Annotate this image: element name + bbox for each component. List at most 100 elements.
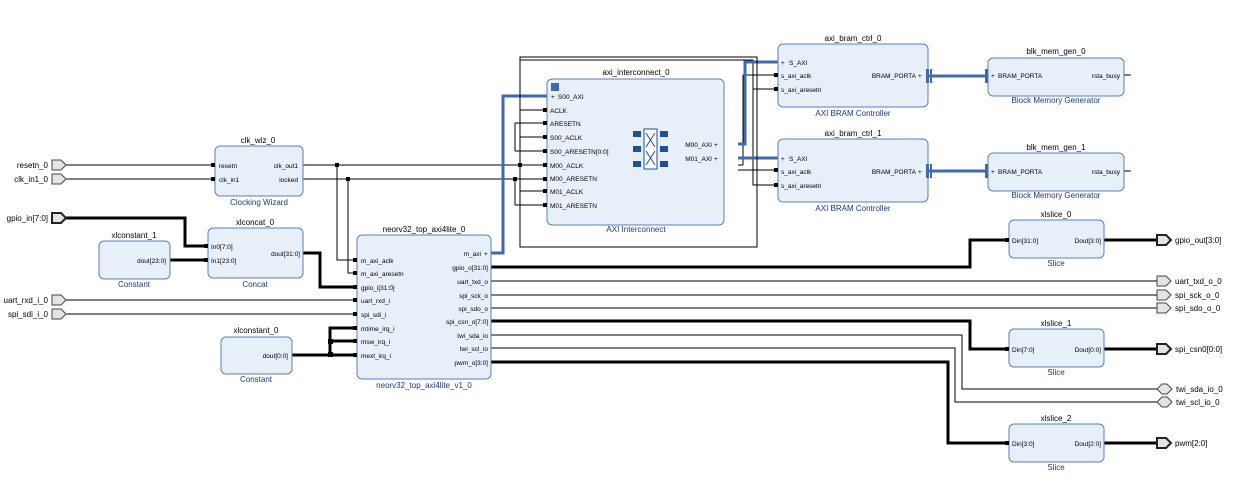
pin-bram-porta: BRAM_PORTA — [872, 169, 917, 176]
block-axi-bram-ctrl-1[interactable]: axi_bram_ctrl_1 + S_AXI s_axi_aclk s_axi… — [777, 129, 929, 213]
pin-bram-porta: BRAM_PORTA — [872, 73, 917, 80]
port-spi-sdo-o-0[interactable]: spi_sdo_o_0 — [1156, 302, 1221, 314]
wires — [66, 59, 1157, 445]
pin-twi-sda-io: twi_sda_io — [457, 333, 488, 340]
block-blk-mem-gen-0[interactable]: blk_mem_gen_0 + BRAM_PORTA rsta_busy Blo… — [987, 47, 1125, 105]
plus-icon[interactable]: + — [991, 73, 995, 80]
pin-dout: dout[31:0] — [271, 251, 300, 258]
pin-m01-axi: M01_AXI — [685, 156, 712, 163]
block-title: xlslice_0 — [1041, 210, 1072, 219]
block-caption: Concat — [242, 280, 268, 289]
pin-s00-axi: S00_AXI — [558, 94, 584, 101]
plus-icon[interactable]: + — [781, 156, 785, 163]
plus-icon[interactable]: + — [714, 156, 718, 163]
pin-bram-porta: BRAM_PORTA — [998, 169, 1043, 176]
port-spi-sdi-i-0[interactable]: spi_sdi_i_0 — [8, 308, 67, 320]
plus-icon[interactable]: + — [918, 73, 922, 80]
block-xlslice-0[interactable]: xlslice_0 Din[31:0] Dout[3:0] Slice — [1008, 210, 1105, 268]
pin-s-axi: S_AXI — [789, 156, 808, 163]
block-caption: Clocking Wizard — [230, 198, 288, 207]
port-label: twi_sda_io_0 — [1176, 385, 1223, 394]
plus-icon[interactable]: + — [551, 94, 555, 101]
block-title: xlconstant_1 — [112, 231, 157, 240]
interconnect-hierarchy-outline — [519, 56, 758, 248]
block-xlslice-1[interactable]: xlslice_1 Din[7:0] Dout[0:0] Slice — [1008, 319, 1105, 377]
port-label: twi_scl_io_0 — [1176, 398, 1220, 407]
port-label: spi_sdo_o_0 — [1175, 304, 1221, 313]
plus-icon[interactable]: + — [781, 60, 785, 67]
expand-icon[interactable] — [551, 83, 559, 91]
pin-gpio-i: gpio_i[31:0] — [361, 285, 395, 292]
pin-din: Din[3:0] — [1012, 441, 1035, 448]
port-resetn-0[interactable]: resetn_0 — [17, 159, 67, 171]
pin-din: Din[31:0] — [1012, 238, 1038, 245]
crossbar-icon — [633, 128, 668, 170]
port-uart-rxd-i-0[interactable]: uart_rxd_i_0 — [4, 294, 67, 306]
block-caption: AXI BRAM Controller — [815, 204, 890, 213]
block-caption: AXI BRAM Controller — [815, 109, 890, 118]
block-title: blk_mem_gen_0 — [1026, 47, 1086, 56]
block-xlconstant-1[interactable]: xlconstant_1 dout[23:0] Constant — [98, 231, 171, 289]
pin-s00-aresetn: S00_ARESETN[0:0] — [550, 149, 609, 156]
block-axi-interconnect-0[interactable]: axi_interconnect_0 + S00_AXI ACLK ARESET… — [546, 68, 725, 234]
pin-msw-irq-i: msw_irq_i — [361, 339, 390, 346]
block-title: neorv32_top_axi4lite_0 — [383, 225, 466, 234]
block-caption: Block Memory Generator — [1012, 96, 1101, 105]
block-neorv32-top-axi4lite-0[interactable]: neorv32_top_axi4lite_0 m_axi_aclk m_axi_… — [356, 225, 492, 390]
block-title: axi_bram_ctrl_1 — [825, 129, 882, 138]
block-axi-bram-ctrl-0[interactable]: axi_bram_ctrl_0 + S_AXI s_axi_aclk s_axi… — [777, 34, 929, 118]
block-xlslice-2[interactable]: xlslice_2 Din[3:0] Dout[2:0] Slice — [1008, 414, 1105, 472]
port-label: gpio_in[7:0] — [7, 214, 48, 223]
port-uart-txd-o-0[interactable]: uart_txd_o_0 — [1156, 275, 1222, 287]
pin-pwm-o: pwm_o[3:0] — [454, 360, 488, 367]
port-label: spi_sdi_i_0 — [8, 310, 49, 319]
block-title: blk_mem_gen_1 — [1026, 143, 1086, 152]
block-xlconcat-0[interactable]: xlconcat_0 In0[7:0] In1[23:0] dout[31:0]… — [207, 218, 304, 289]
port-gpio-out[interactable]: gpio_out[3:0] — [1156, 234, 1221, 246]
pin-uart-rxd-i: uart_rxd_i — [361, 298, 390, 305]
block-title: xlslice_1 — [1041, 319, 1072, 328]
block-blk-mem-gen-1[interactable]: blk_mem_gen_1 + BRAM_PORTA rsta_busy Blo… — [987, 143, 1125, 200]
port-spi-sck-o-0[interactable]: spi_sck_o_0 — [1156, 289, 1220, 301]
pin-locked: locked — [279, 177, 298, 184]
pin-mext-irq-i: mext_irq_i — [361, 353, 391, 360]
port-clk-in1-0[interactable]: clk_in1_0 — [14, 173, 67, 185]
port-pwm[interactable]: pwm[2:0] — [1156, 437, 1207, 449]
block-caption: Constant — [240, 375, 273, 384]
pin-resetn: resetn — [219, 163, 237, 170]
plus-icon[interactable]: + — [918, 169, 922, 176]
pin-m00-aresetn: M00_ARESETN — [550, 176, 597, 183]
block-title: xlslice_2 — [1041, 414, 1072, 423]
port-gpio-in[interactable]: gpio_in[7:0] — [7, 212, 68, 224]
block-title: axi_bram_ctrl_0 — [825, 34, 882, 43]
pin-m-axi: m_axi — [464, 251, 481, 258]
pin-gpio-o: gpio_o[31:0] — [452, 265, 488, 272]
plus-icon[interactable]: + — [714, 142, 718, 149]
pin-din: Din[7:0] — [1012, 347, 1035, 354]
port-label: spi_csn0[0:0] — [1175, 345, 1222, 354]
pin-m-axi-aclk: m_axi_aclk — [361, 258, 394, 265]
port-label: clk_in1_0 — [14, 175, 48, 184]
plus-icon[interactable]: + — [484, 251, 488, 258]
pin-m-axi-aresetn: m_axi_aresetn — [361, 271, 404, 278]
port-spi-csn0[interactable]: spi_csn0[0:0] — [1156, 343, 1222, 355]
port-twi-sda-io-0[interactable]: twi_sda_io_0 — [1156, 383, 1223, 395]
pin-rsta-busy: rsta_busy — [1092, 73, 1121, 80]
pin-s-axi: S_AXI — [789, 60, 808, 67]
pin-s-axi-aresetn: s_axi_aresetn — [781, 87, 822, 94]
port-twi-scl-io-0[interactable]: twi_scl_io_0 — [1156, 396, 1220, 408]
block-caption: AXI Interconnect — [606, 225, 666, 234]
pin-clk-out1: clk_out1 — [274, 163, 299, 170]
plus-icon[interactable]: + — [991, 169, 995, 176]
block-xlconstant-0[interactable]: xlconstant_0 dout[0:0] Constant — [220, 326, 293, 384]
pin-twi-scl-io: twi_scl_io — [460, 346, 489, 353]
output-ports: gpio_out[3:0] uart_txd_o_0 spi_sck_o_0 s… — [1156, 234, 1223, 449]
pin-m00-aclk: M00_ACLK — [550, 163, 584, 170]
pin-m01-aclk: M01_ACLK — [550, 189, 584, 196]
block-title: clk_wiz_0 — [241, 136, 276, 145]
pin-spi-sdi-i: spi_sdi_i — [361, 312, 386, 319]
block-clk-wiz-0[interactable]: clk_wiz_0 resetn clk_in1 clk_out1 locked… — [214, 136, 304, 207]
block-caption: Slice — [1047, 368, 1065, 377]
pin-dout: Dout[0:0] — [1075, 347, 1102, 354]
